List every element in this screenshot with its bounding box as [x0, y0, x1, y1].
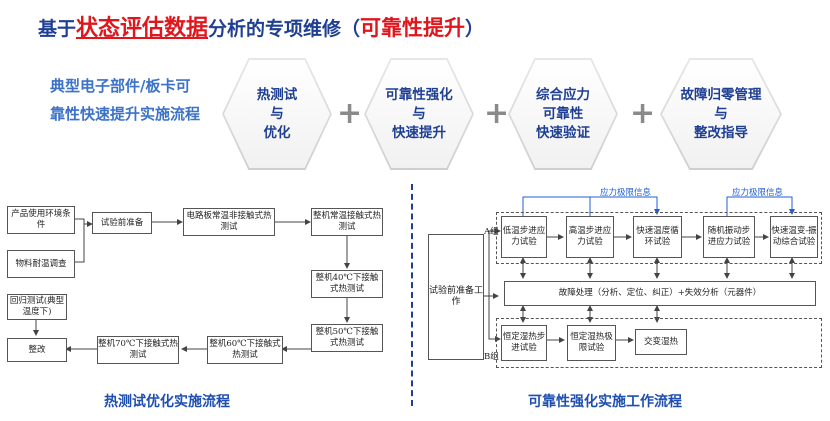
group-b-frame	[496, 318, 822, 368]
hexagon-thermal-test: 热测试 与 优化	[222, 58, 332, 170]
box-high-temp-step: 高温步进应力试验	[566, 216, 614, 258]
plus-sign: +	[484, 96, 510, 131]
stress-limit-info: 应力极限信息	[732, 188, 784, 198]
hex-line: 综合应力	[536, 86, 590, 103]
title-part2: 分析的专项维修（	[208, 18, 361, 40]
hexagon-reliability-enhancement: 可靠性强化 与 快速提升	[364, 58, 474, 170]
hexagon-fault-management: 故障归零管理 与 整改指导	[660, 58, 782, 170]
hex-line: 可靠性强化	[385, 86, 453, 103]
hex-line: 整改指导	[694, 124, 748, 141]
box-board-thermal: 电路板常温非接触式热测试	[183, 208, 275, 236]
section-divider	[411, 184, 413, 406]
group-a-frame	[496, 212, 822, 264]
hex-line: 快速验证	[536, 124, 590, 141]
plus-sign: +	[630, 96, 656, 131]
hex-line: 热测试	[256, 86, 298, 103]
group-b-label: B组	[484, 352, 499, 362]
box-unit-room-temp: 整机常温接触式热测试	[311, 208, 383, 236]
box-unit-50c: 整机50℃下接触式热测试	[311, 324, 383, 352]
stress-limit-info: 应力极限信息	[600, 188, 652, 198]
box-material-temp: 物料耐温调查	[7, 250, 75, 278]
hex-line: 与	[412, 105, 426, 122]
box-combined-test: 快速温变-振动综合试验	[770, 216, 818, 258]
box-unit-40c: 整机40℃下接触式热测试	[311, 270, 383, 298]
box-random-vibration: 随机振动步进应力试验	[703, 216, 755, 258]
box-low-temp-step: 低温步进应力试验	[501, 216, 547, 258]
title-emphasis-2: 可靠性提升	[360, 16, 466, 40]
box-fault-handling: 故障处理（分析、定位、纠正）+失效分析（元器件）	[504, 281, 816, 306]
group-a-label: A组	[484, 227, 499, 237]
box-alternating-humid: 交变湿热	[635, 329, 687, 355]
box-rapid-temp-cycle: 快速温度循环试验	[633, 216, 682, 258]
hex-line: 快速提升	[392, 124, 446, 141]
box-test-prep: 试验前准备	[92, 212, 152, 234]
box-rectify: 整改	[7, 338, 67, 362]
hex-line: 与	[714, 105, 728, 122]
page-title: 基于状态评估数据分析的专项维修（可靠性提升）	[38, 10, 484, 42]
box-unit-60c: 整机60℃下接触式热测试	[207, 336, 283, 364]
title-emphasis: 状态评估数据	[76, 16, 209, 41]
intro-text: 典型电子部件/板卡可靠性快速提升实施流程	[50, 77, 201, 123]
hex-line: 与	[270, 105, 284, 122]
hexagon-combined-stress: 综合应力 可靠性 快速验证	[508, 58, 618, 170]
right-flow-caption: 可靠性强化实施工作流程	[528, 394, 682, 410]
box-const-humid-limit: 恒定湿热极限试验	[567, 325, 616, 361]
hex-line: 优化	[263, 124, 291, 141]
box-pre-test-prep: 试验前准备工作	[428, 234, 484, 360]
title-part1: 基于	[38, 18, 77, 40]
box-const-humid-step: 恒定湿热步进试验	[501, 325, 547, 361]
title-part3: ）	[465, 18, 485, 40]
hex-line: 可靠性	[542, 105, 584, 122]
box-env-conditions: 产品使用环境条件	[7, 206, 75, 234]
box-unit-70c: 整机70℃下接触式热测试	[97, 336, 179, 364]
plus-sign: +	[337, 96, 363, 131]
left-flow-caption: 热测试优化实施流程	[104, 394, 230, 410]
hex-line: 故障归零管理	[680, 86, 762, 103]
box-regression-test: 回归测试(典型温度下)	[7, 294, 67, 320]
